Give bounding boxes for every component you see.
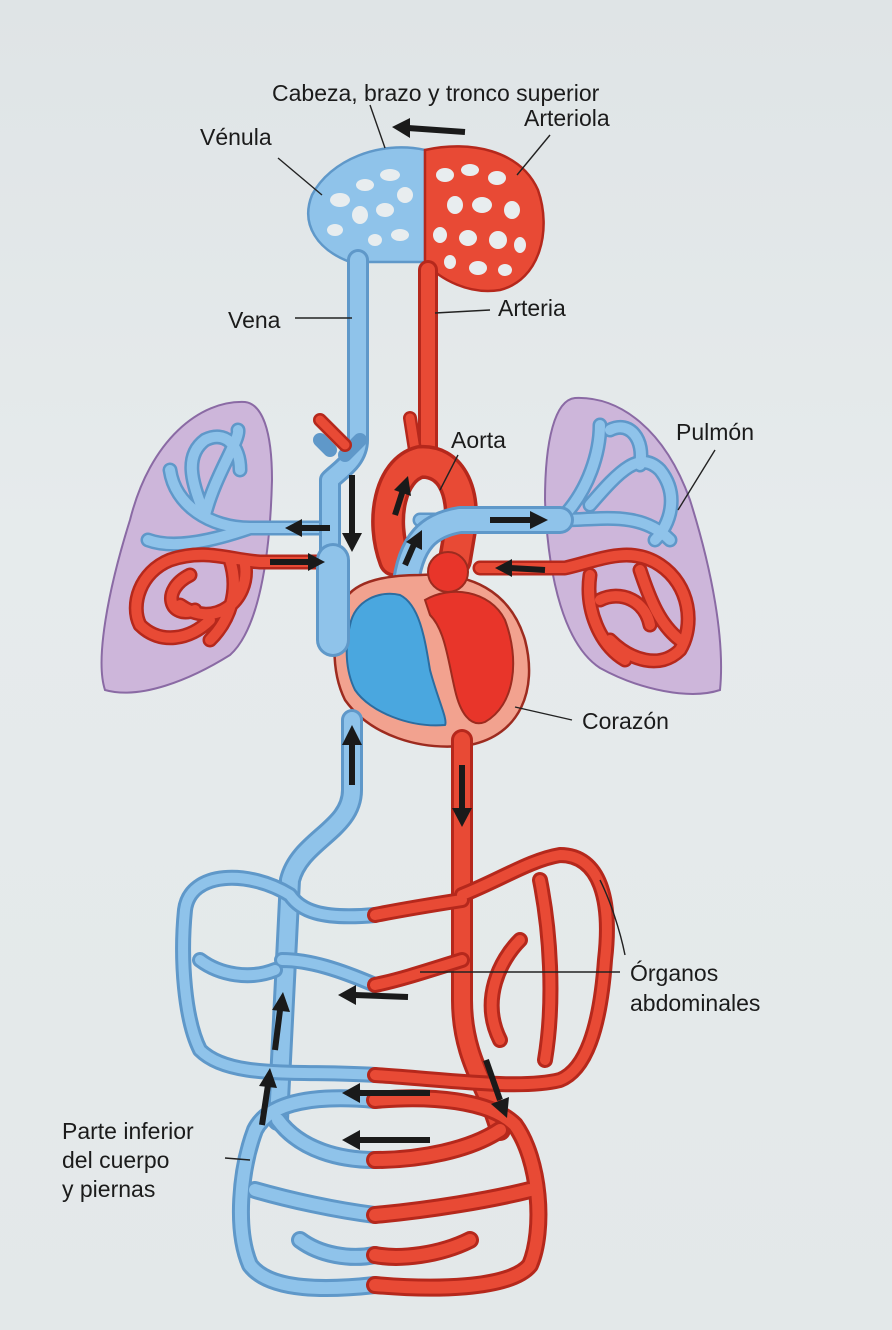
label-lower-line1: Parte inferior — [62, 1118, 194, 1144]
label-heart: Corazón — [582, 708, 669, 734]
carotid-artery — [313, 260, 438, 470]
label-venule: Vénula — [200, 124, 272, 150]
label-arteriole: Arteriola — [524, 105, 610, 131]
label-lower-line3: y piernas — [62, 1176, 155, 1202]
label-aorta: Aorta — [451, 427, 506, 453]
arrow-aorta-down — [452, 765, 472, 827]
flow-arrows — [259, 118, 548, 1150]
label-vein: Vena — [228, 307, 281, 333]
heart — [316, 543, 531, 748]
label-artery: Arteria — [498, 295, 566, 321]
labels: Cabeza, brazo y tronco superior Vénula A… — [62, 80, 760, 1202]
arrow-right-pulmonary-artery — [490, 511, 548, 529]
leader-lines — [224, 104, 716, 1161]
arrow-aorta-lower-down — [483, 1059, 509, 1118]
arrow-ivc-up — [342, 725, 362, 785]
arrow-vena-down — [342, 475, 362, 552]
arrow-left-pulmonary-vein — [285, 519, 330, 537]
label-head: Cabeza, brazo y tronco superior — [272, 80, 600, 106]
arrow-heart-pulmonary — [402, 530, 422, 567]
abdominal-organs-bed — [175, 847, 615, 1093]
label-abdominal-line1: Órganos — [630, 960, 718, 986]
descending-aorta — [451, 729, 511, 1141]
pulmonary-artery — [391, 506, 574, 604]
arrow-head-flow — [392, 118, 466, 138]
lower-body-capillary-bed — [231, 1089, 548, 1298]
arrow-abdominal-return — [342, 1083, 430, 1103]
arrow-abdominal-left — [338, 985, 409, 1005]
arrow-ivc-lower-up — [272, 992, 290, 1051]
left-lung — [100, 400, 338, 694]
arrow-aorta-up — [392, 476, 411, 516]
head-capillary-bed — [307, 145, 545, 293]
label-lower-line2: del cuerpo — [62, 1147, 169, 1173]
arrow-ivc-lower-up-2 — [259, 1068, 277, 1126]
label-abdominal-line2: abdominales — [630, 990, 760, 1016]
label-lung: Pulmón — [676, 419, 754, 445]
superior-vena-cava — [313, 249, 369, 651]
aortic-arch — [371, 445, 478, 577]
arrow-lower-return — [342, 1130, 430, 1150]
arrow-right-lung-red — [495, 559, 546, 577]
right-lung — [412, 396, 723, 695]
inferior-vena-cava — [267, 709, 363, 1131]
arrow-left-lung-red — [270, 553, 325, 571]
